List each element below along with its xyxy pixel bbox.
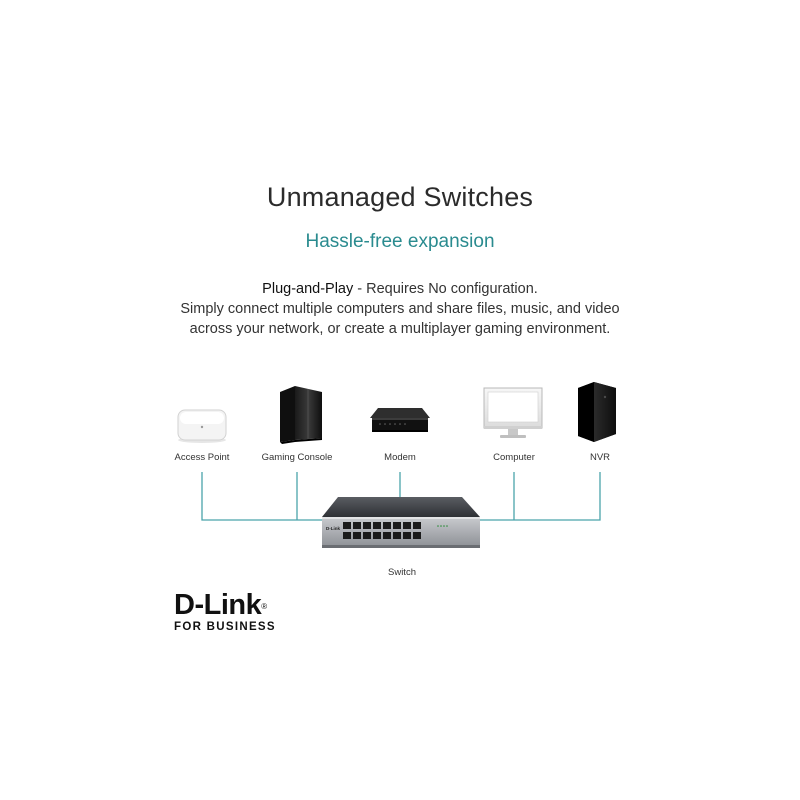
label-switch: Switch xyxy=(388,567,416,578)
connector-lines xyxy=(201,472,601,521)
modem-icon xyxy=(370,408,430,432)
access-point-icon xyxy=(177,409,227,443)
dlink-logo: D-Link® FOR BUSINESS xyxy=(174,590,276,633)
label-nvr: NVR xyxy=(589,452,611,463)
label-access-point: Access Point xyxy=(174,452,230,463)
description: Plug-and-Play - Requires No configuratio… xyxy=(0,279,800,339)
logo-tagline: FOR BUSINESS xyxy=(174,621,276,633)
description-line-1-rest: - Requires No configuration. xyxy=(353,281,538,297)
description-line-1: Plug-and-Play - Requires No configuratio… xyxy=(0,279,800,299)
connector-nvr xyxy=(478,472,601,521)
gaming-console-icon xyxy=(280,386,322,444)
label-modem: Modem xyxy=(384,452,416,463)
computer-icon xyxy=(483,387,543,438)
logo-brand-text: D-Link xyxy=(174,589,262,621)
label-computer: Computer xyxy=(493,452,535,463)
switch-icon: D-Link xyxy=(322,497,480,548)
description-line-2: Simply connect multiple computers and sh… xyxy=(180,301,620,317)
connector-access-point xyxy=(201,472,326,521)
logo-brand: D-Link® xyxy=(174,590,276,620)
switch-ports xyxy=(343,522,421,539)
page-title: Unmanaged Switches xyxy=(266,182,534,212)
svg-text:D-Link: D-Link xyxy=(326,526,340,531)
nvr-icon xyxy=(578,382,616,442)
label-gaming-console: Gaming Console xyxy=(261,452,333,463)
description-bold: Plug-and-Play xyxy=(262,281,354,297)
description-line-3: across your network, or create a multipl… xyxy=(189,321,611,337)
page-subtitle: Hassle-free expansion xyxy=(305,231,495,252)
logo-registered-mark: ® xyxy=(261,602,267,611)
